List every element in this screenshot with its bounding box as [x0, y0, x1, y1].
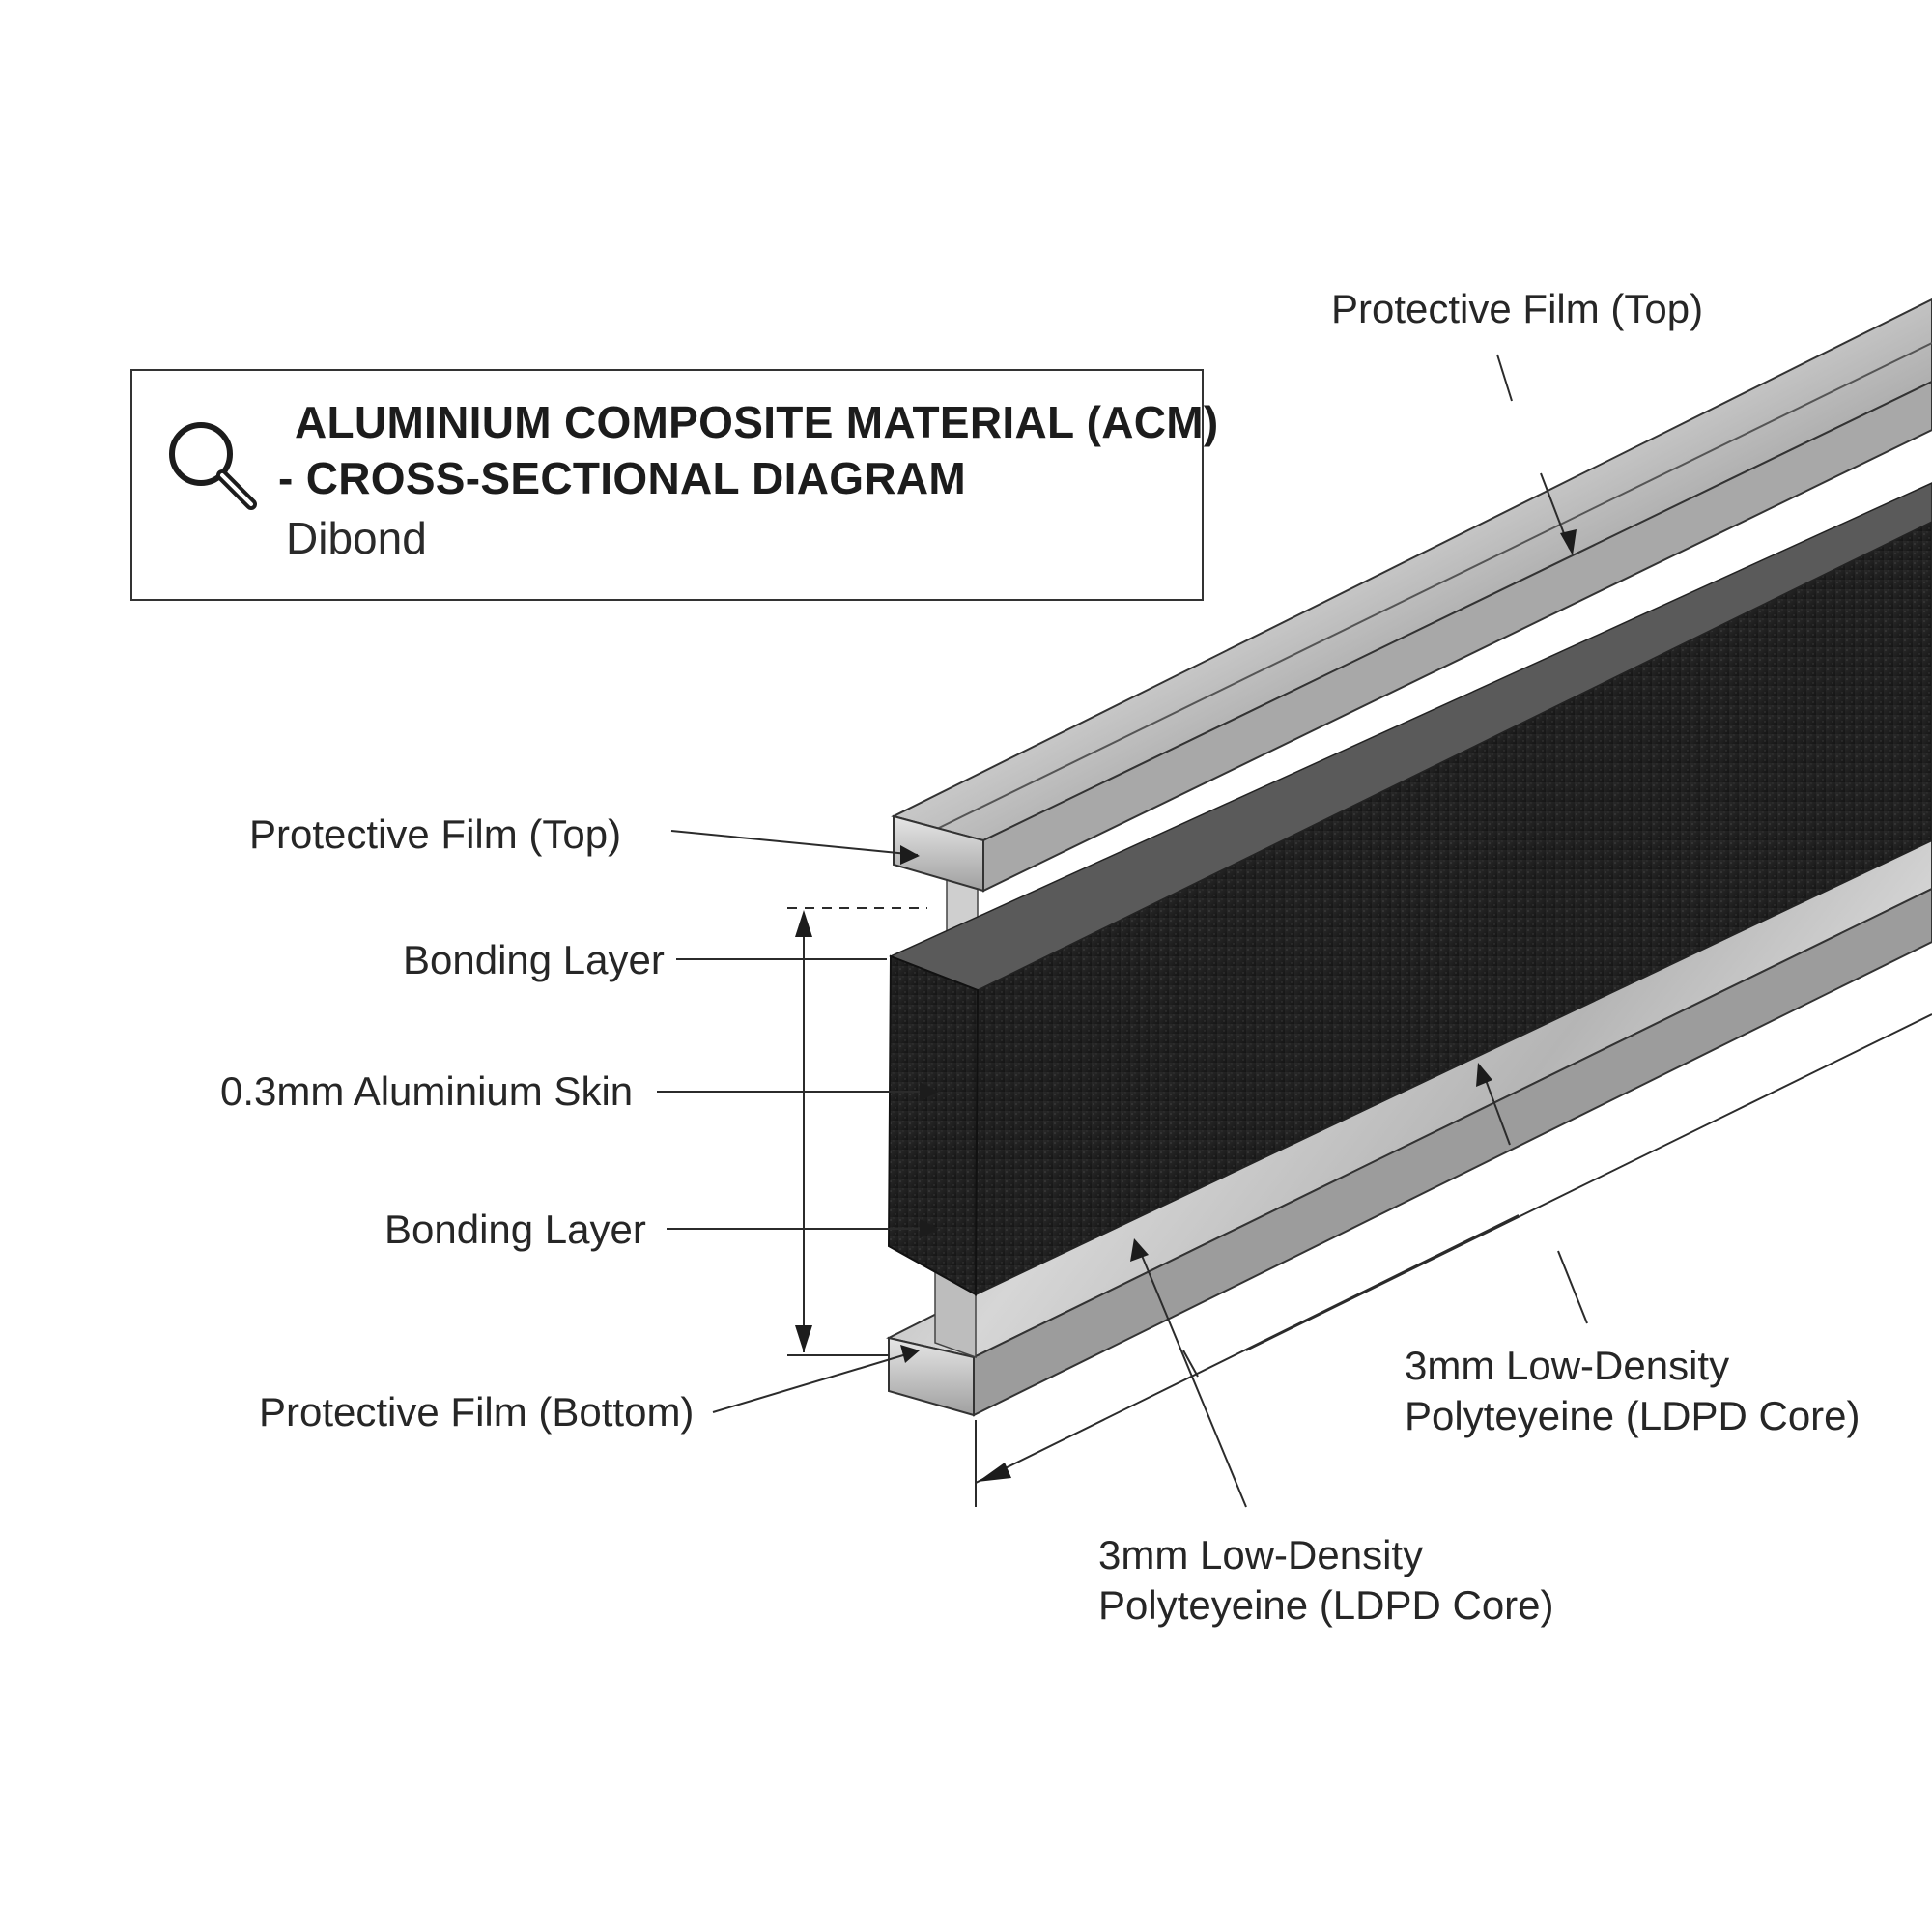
leader-core-right-2 — [1482, 1071, 1511, 1146]
label-core-right-line1: 3mm Low-Density — [1405, 1343, 1730, 1388]
arrow-bonding-bottom — [920, 1219, 939, 1238]
search-icon — [169, 422, 257, 510]
label-skin: 0.3mm Aluminium Skin — [220, 1068, 634, 1114]
label-bonding-bottom: Bonding Layer — [384, 1207, 646, 1252]
core-end-face — [887, 954, 980, 1296]
arrow-core-bottom — [1130, 1238, 1149, 1262]
arrow-dimension-top — [795, 910, 812, 937]
title-box — [130, 369, 1204, 601]
arrow-film-bottom — [900, 1345, 920, 1363]
label-core-right-line2: Polyteyeine (LDPD Core) — [1405, 1393, 1861, 1438]
arrow-skin — [920, 1082, 939, 1101]
title-line-2: - CROSS-SECTIONAL DIAGRAM — [278, 453, 966, 503]
arrowheads — [795, 529, 1577, 1482]
label-core-bottom-line1: 3mm Low-Density — [1098, 1532, 1424, 1577]
arrow-core-right — [1476, 1063, 1492, 1087]
leader-core-right — [1557, 1250, 1588, 1324]
leader-film-top-left — [670, 830, 919, 856]
top-flange-end-face — [893, 814, 984, 893]
label-core-bottom-line2: Polyteyeine (LDPD Core) — [1098, 1582, 1554, 1628]
dimension-length-2 — [1245, 1013, 1932, 1351]
dimension-length-tick-2 — [1182, 1350, 1199, 1378]
label-bonding-top: Bonding Layer — [403, 937, 665, 982]
leader-lines — [657, 354, 1932, 1508]
label-film-bottom: Protective Film (Bottom) — [259, 1389, 695, 1435]
label-film-top-upper: Protective Film (Top) — [1331, 286, 1704, 331]
subtitle: Dibond — [286, 513, 427, 563]
leader-film-bottom — [712, 1351, 914, 1413]
leader-film-top-upper — [1496, 354, 1513, 402]
arrow-film-top-left — [900, 845, 920, 865]
arrow-length — [978, 1463, 1011, 1482]
arrow-film-top-upper — [1560, 529, 1577, 555]
title-line-1: ALUMINIUM COMPOSITE MATERIAL (ACM) — [295, 397, 1219, 447]
arrow-dimension-bottom — [795, 1325, 812, 1352]
top-flange-groove — [936, 342, 1932, 830]
label-film-top-left: Protective Film (Top) — [249, 811, 622, 857]
